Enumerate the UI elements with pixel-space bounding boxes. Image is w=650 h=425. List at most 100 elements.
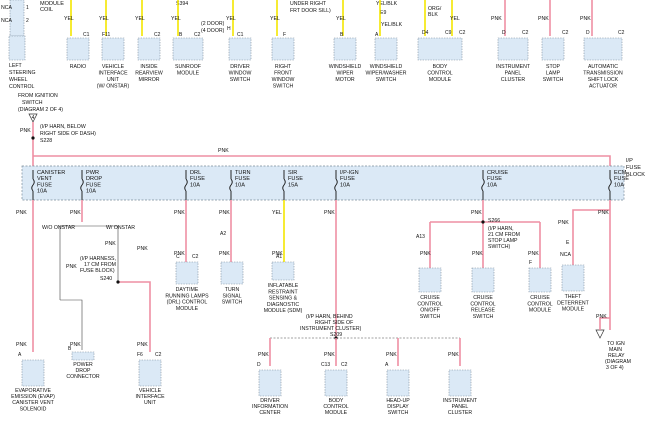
- fuse-label: DRL: [190, 170, 201, 176]
- wire-color-label: YEL: [99, 16, 109, 22]
- lower-wire-label: PNK: [324, 210, 335, 216]
- wire-color-label: YEL: [64, 16, 74, 22]
- pin-label: C2: [194, 32, 201, 38]
- pin-label: C2: [341, 362, 348, 368]
- lower-wiring: [32, 200, 611, 366]
- component-box: [71, 351, 95, 361]
- steering-control-box: [8, 35, 26, 61]
- component-caption: CONNECTOR: [66, 374, 100, 380]
- component-box: [417, 37, 463, 61]
- splice-240-label: S240: [100, 276, 112, 282]
- component-caption: REARVIEW: [135, 71, 163, 77]
- pin-label: D: [586, 30, 590, 36]
- nca-lower: NCA: [560, 252, 571, 258]
- e9-label: E9: [380, 10, 386, 16]
- wire-color-label: BLK: [428, 12, 438, 18]
- component-box: [561, 264, 585, 292]
- splice-209-label: S209: [330, 332, 342, 338]
- component-box: [541, 37, 565, 61]
- pin-a13: A13: [416, 234, 425, 240]
- component-box: [175, 261, 199, 285]
- component-box: [418, 267, 442, 293]
- pin-label: C2: [522, 30, 529, 36]
- component-caption: DRIVER: [230, 64, 250, 70]
- four-door-label: (4 DOOR): [201, 28, 225, 34]
- component-caption: AUTOMATIC: [588, 64, 618, 70]
- component-box: [271, 37, 295, 61]
- component-caption: DIAGNOSTIC: [267, 302, 300, 308]
- component-box: [66, 37, 90, 61]
- component-caption: POWER: [73, 362, 93, 368]
- component-caption: RUNNING LAMPS: [165, 293, 209, 299]
- component-box: [324, 369, 348, 397]
- component-caption: DETERRENT: [557, 300, 590, 306]
- component-caption: WIPER/WASHER: [365, 71, 406, 77]
- pin-label: C2: [154, 32, 161, 38]
- wire-onstar-split: [59, 225, 119, 350]
- component-caption: SWITCH: [420, 314, 441, 320]
- feed-harness-1: RIGHT SIDE OF DASH): [40, 131, 96, 137]
- feed-wire: [32, 122, 611, 170]
- lower-wire-label: PNK: [386, 352, 397, 358]
- pin-label: F6: [137, 352, 143, 358]
- fuse-symbol-icon: [608, 170, 612, 200]
- wire-color-label: YEL: [270, 16, 280, 22]
- component-box: [101, 37, 125, 61]
- top-components: YELC1RADIOYELF11VEHICLEINTERFACEUNIT(W/ …: [64, 0, 625, 90]
- component-caption: INSIDE: [140, 64, 158, 70]
- to-relay-4: 3 OF 4): [606, 365, 624, 371]
- wire-color-label: PNK: [580, 16, 591, 22]
- component-caption: CLUSTER: [448, 410, 472, 416]
- lower-wire-label: PNK: [471, 210, 482, 216]
- component-box: [258, 369, 282, 397]
- component-caption: CANISTER VENT: [12, 400, 54, 406]
- component-caption: SUNROOF: [175, 64, 201, 70]
- wire-color-label: YEL: [171, 16, 181, 22]
- fuse-label: 15A: [288, 182, 298, 188]
- lower-wire-label: PNK: [324, 352, 335, 358]
- fuse-label: 10A: [235, 182, 245, 188]
- fuse-symbol-icon: [282, 170, 286, 200]
- steering-caption-3: CONTROL: [9, 84, 34, 90]
- fuse-symbol-icon: [80, 170, 84, 200]
- component-box: [528, 267, 552, 293]
- component-caption: THEFT: [565, 294, 583, 300]
- harness-right-1: FRT DOOR SILL): [290, 8, 331, 14]
- wire-to-relay: [599, 317, 610, 330]
- component-box: [583, 37, 623, 61]
- component-caption: CLUSTER: [501, 77, 525, 83]
- pin-label: C2: [459, 30, 466, 36]
- component-caption: ACTUATOR: [589, 84, 617, 90]
- component-caption: TURN: [225, 287, 240, 293]
- component-caption: BODY: [329, 398, 344, 404]
- component-caption: INTERFACE: [135, 394, 165, 400]
- component-caption: (DRL) CONTROL: [167, 300, 208, 306]
- component-caption: SOLENOID: [20, 406, 47, 412]
- to-relay-1: MAIN: [609, 347, 622, 353]
- lower-wire-label: PNK: [528, 251, 539, 257]
- component-caption: MODULE: [429, 77, 452, 83]
- feed-wire-label: PNK: [20, 128, 31, 134]
- fuse-symbol-icon: [184, 170, 188, 200]
- component-caption: SWITCH: [230, 77, 251, 83]
- component-caption: MODULE: [177, 71, 200, 77]
- component-caption: PANEL: [452, 404, 469, 410]
- lower-wire-label: PNK: [137, 342, 148, 348]
- component-caption: SWITCH: [543, 77, 564, 83]
- component-caption: WINDSHIELD: [370, 64, 403, 70]
